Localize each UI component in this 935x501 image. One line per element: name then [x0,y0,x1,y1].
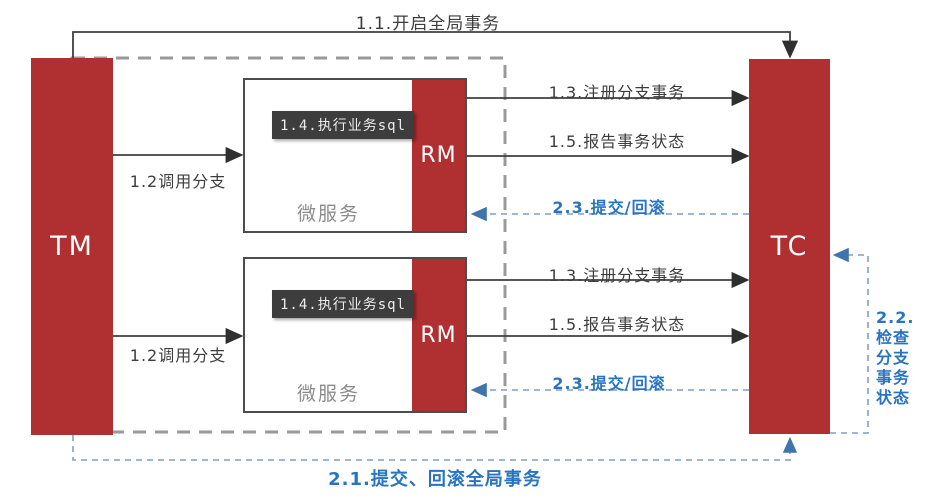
edge-label-report-status-2: 1.5.报告事务状态 [548,315,686,334]
microservice-2-label: 微服务 [296,383,360,405]
edge-label-global-commit-rollback: 2.1.提交、回滚全局事务 [328,469,542,490]
tc-node-label: TC [770,231,809,262]
execute-sql-badge-2: 1.4.执行业务sql [272,290,415,318]
microservice-1-box: RM 微服务 [243,78,467,233]
edge-label-register-branch-1: 1.3.注册分支事务 [548,83,686,102]
check-status-line-2: 检查 [876,328,911,347]
check-status-line-4: 事务 [876,368,911,387]
arrow-check-branch-status [830,247,869,434]
arrow-open-global-transaction [72,31,799,59]
transaction-scope-dashed-border [70,56,507,434]
rm-1-label: RM [420,143,457,168]
tc-node: TC [749,59,830,434]
tm-node: TM [31,58,113,435]
edge-label-report-status-1: 1.5.报告事务状态 [548,132,686,151]
edge-label-call-branch-1: 1.2调用分支 [129,172,227,191]
microservice-2-box: RM 微服务 [243,257,467,413]
edge-label-commit-rollback-1: 2.3.提交/回滚 [552,198,666,217]
rm-1-box: RM [412,80,465,231]
check-status-line-3: 分支 [876,348,911,367]
microservice-1-label: 微服务 [296,203,360,225]
rm-2-box: RM [412,259,465,411]
arrow-global-commit-rollback [72,435,798,461]
execute-sql-badge-1: 1.4.执行业务sql [272,111,415,139]
edge-label-commit-rollback-2: 2.3.提交/回滚 [552,374,666,393]
edge-label-open-global-transaction: 1.1.开启全局事务 [355,14,501,34]
check-status-line-1: 2.2. [876,308,915,327]
edge-label-register-branch-2: 1.3.注册分支事务 [548,266,686,285]
edge-label-check-branch-status: 2.2. 检查 分支 事务 状态 [876,308,922,408]
check-status-line-5: 状态 [876,388,911,407]
edge-label-call-branch-2: 1.2调用分支 [129,346,227,365]
tm-node-label: TM [50,231,94,262]
rm-2-label: RM [420,322,457,348]
